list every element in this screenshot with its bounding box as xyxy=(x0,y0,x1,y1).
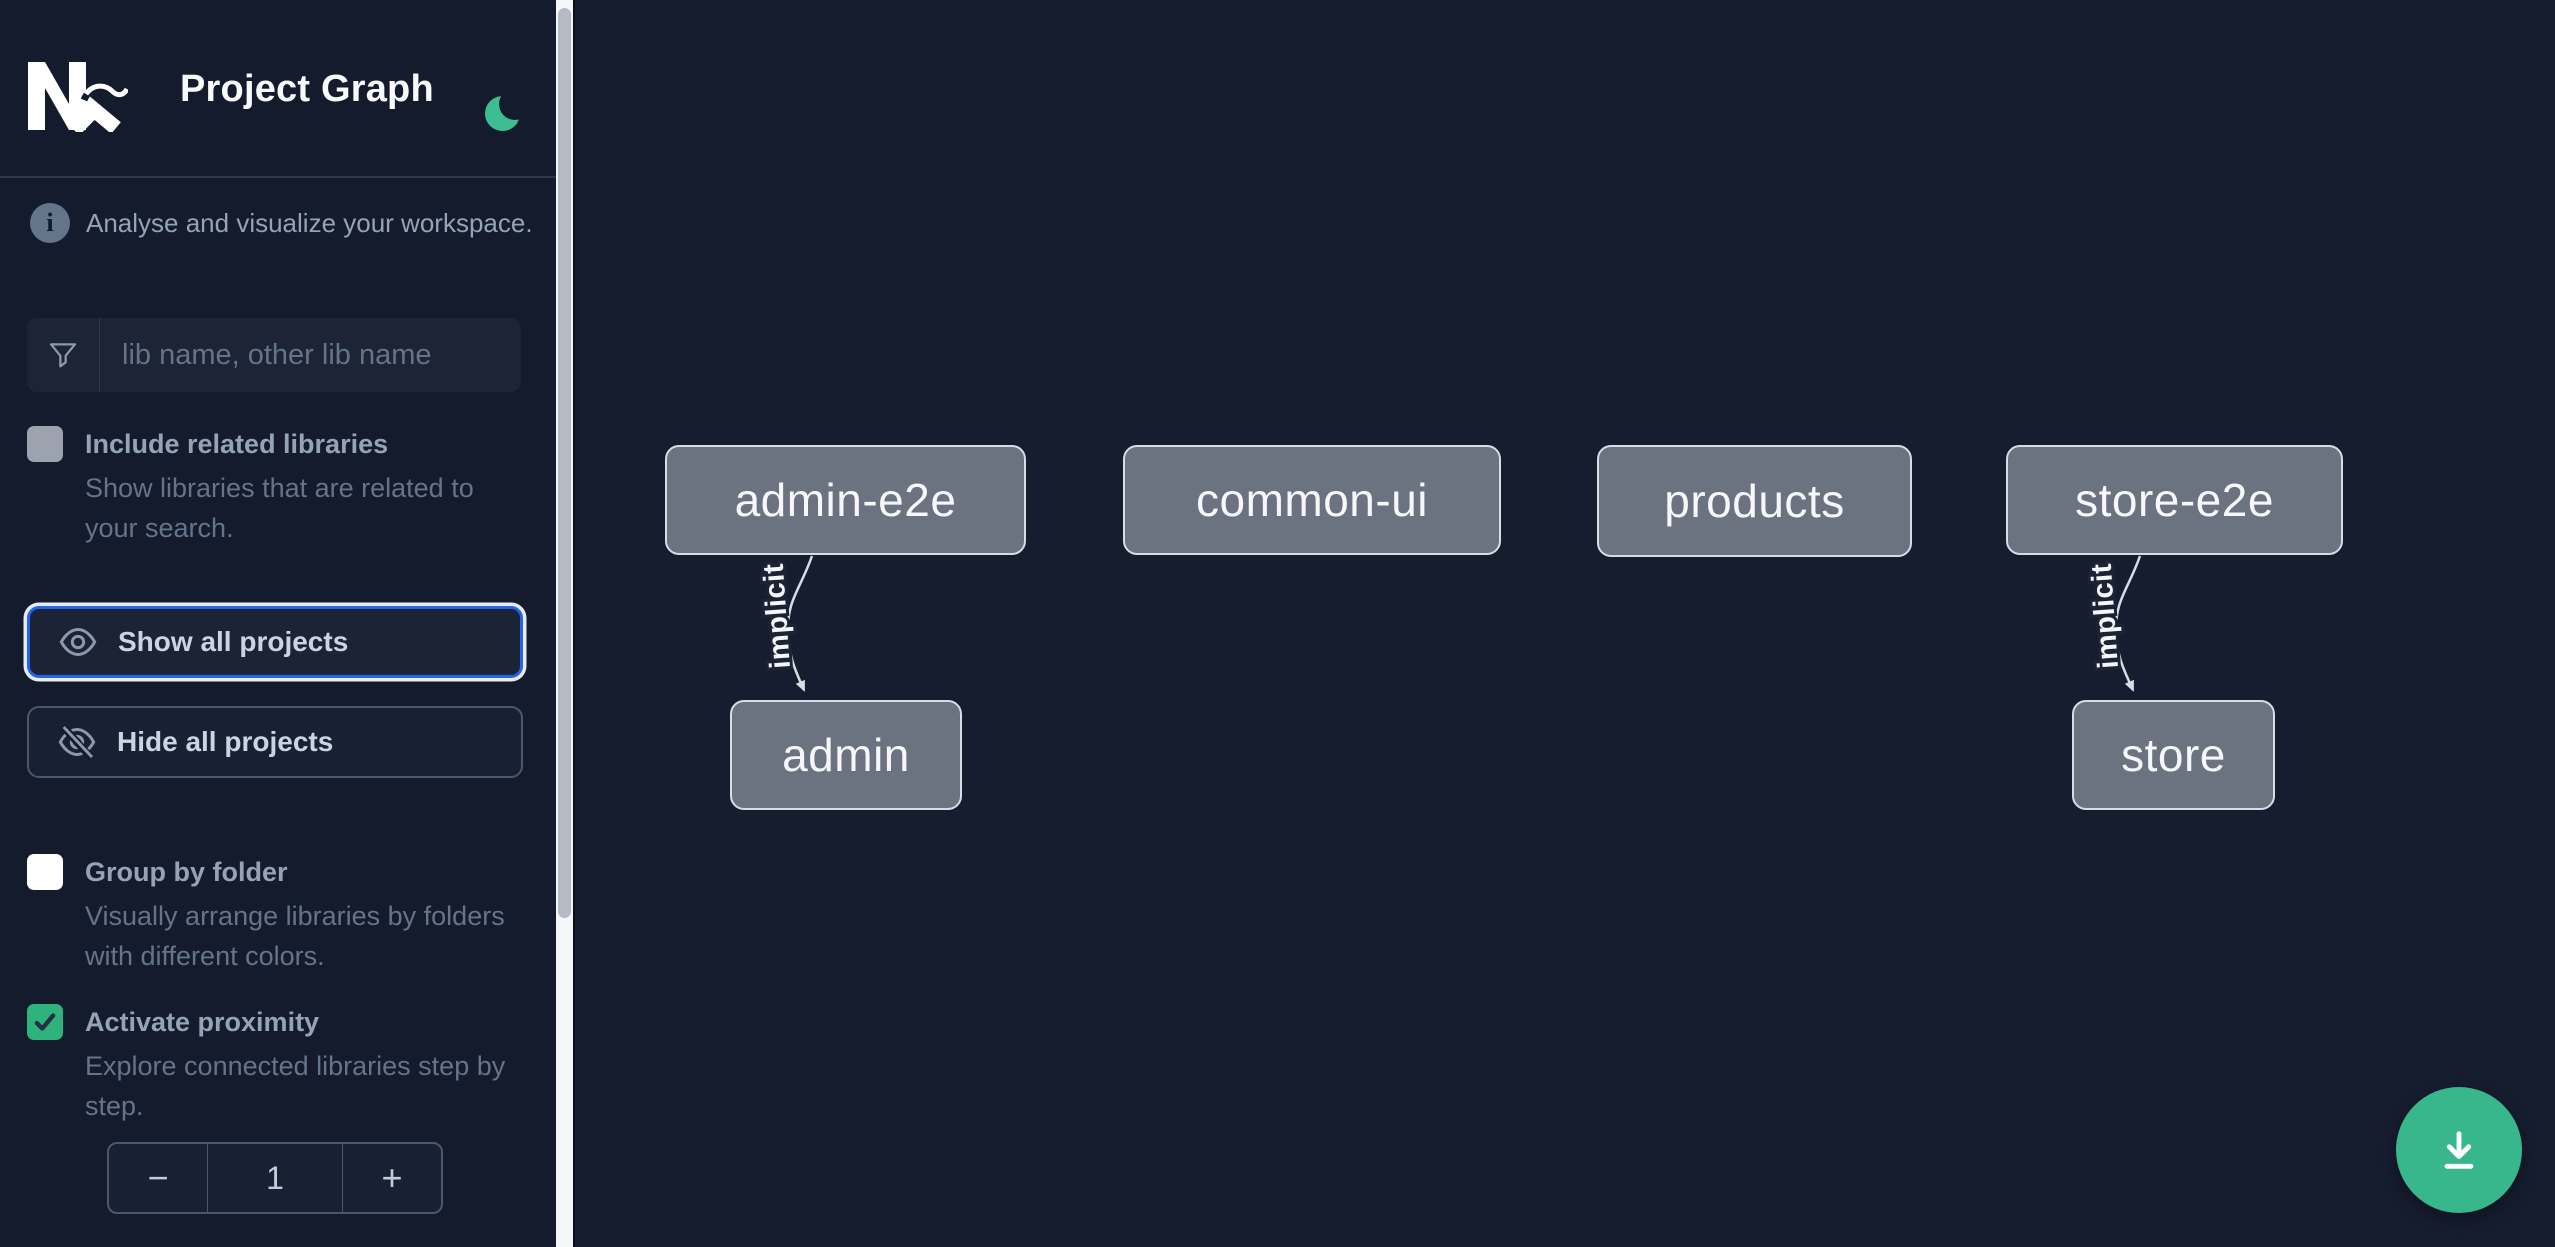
option-description: Explore connected libraries step by step… xyxy=(85,1051,506,1121)
nx-logo-icon xyxy=(28,62,128,132)
filter-input[interactable] xyxy=(100,318,521,392)
show-all-projects-button[interactable]: Show all projects xyxy=(27,606,523,678)
option-label[interactable]: Activate proximity xyxy=(85,1007,320,1037)
option-activate-proximity: Activate proximity Explore connected lib… xyxy=(27,1002,527,1126)
dark-mode-toggle-button[interactable] xyxy=(460,68,531,131)
info-icon: i xyxy=(30,203,70,243)
graph-node-store-e2e[interactable]: store-e2e xyxy=(2006,445,2343,555)
eye-off-icon xyxy=(58,723,96,761)
graph-node-admin[interactable]: admin xyxy=(730,700,962,810)
button-label: Show all projects xyxy=(118,626,349,657)
activate-proximity-checkbox[interactable] xyxy=(27,1004,63,1040)
page-title: Project Graph xyxy=(180,68,434,110)
sidebar-scrollbar[interactable] xyxy=(556,0,573,1247)
increment-button[interactable]: + xyxy=(343,1144,441,1212)
tagline-row: i Analyse and visualize your workspace. xyxy=(30,203,533,243)
option-description: Show libraries that are related to your … xyxy=(85,473,474,543)
download-icon xyxy=(2444,1131,2474,1169)
option-include-related-libraries: Include related libraries Show libraries… xyxy=(27,424,527,548)
option-label[interactable]: Group by folder xyxy=(85,857,288,887)
eye-icon xyxy=(59,627,97,657)
graph-node-admin-e2e[interactable]: admin-e2e xyxy=(665,445,1026,555)
tagline-text: Analyse and visualize your workspace. xyxy=(86,207,533,238)
graph-canvas[interactable] xyxy=(573,0,2555,1247)
sidebar: Project Graph i Analyse and visualize yo… xyxy=(0,0,556,1247)
sidebar-scrollbar-thumb[interactable] xyxy=(558,8,571,918)
checkmark-icon xyxy=(34,1013,56,1031)
option-group-by-folder: Group by folder Visually arrange librari… xyxy=(27,852,527,976)
hide-all-projects-button[interactable]: Hide all projects xyxy=(27,706,523,778)
graph-node-common-ui[interactable]: common-ui xyxy=(1123,445,1501,555)
include-related-libraries-checkbox[interactable] xyxy=(27,426,63,462)
option-description: Visually arrange libraries by folders wi… xyxy=(85,901,505,971)
proximity-depth-stepper: − 1 + xyxy=(107,1142,443,1214)
option-label[interactable]: Include related libraries xyxy=(85,429,389,459)
sidebar-header: Project Graph xyxy=(0,0,556,178)
decrement-button[interactable]: − xyxy=(109,1144,207,1212)
download-image-button[interactable] xyxy=(2396,1087,2522,1213)
button-label: Hide all projects xyxy=(117,726,334,757)
stepper-value: 1 xyxy=(207,1144,343,1212)
filter-box xyxy=(27,318,521,392)
funnel-icon xyxy=(27,318,100,392)
group-by-folder-checkbox[interactable] xyxy=(27,854,63,890)
graph-node-products[interactable]: products xyxy=(1597,445,1912,557)
graph-node-store[interactable]: store xyxy=(2072,700,2275,810)
